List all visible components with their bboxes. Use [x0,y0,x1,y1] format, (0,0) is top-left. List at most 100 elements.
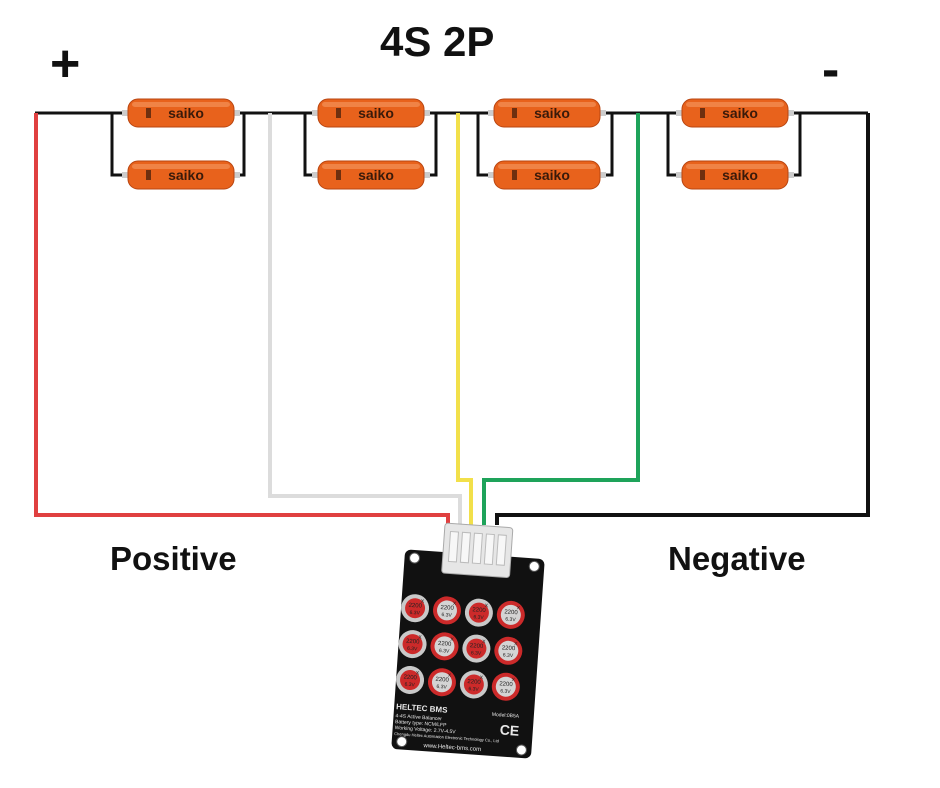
capacitor-mark: X [450,637,454,643]
capacitor-voltage: 6.3V [473,614,484,621]
battery-cell: saiko [312,160,430,190]
capacitor-value: 2200 [406,639,420,646]
capacitor-value: 2200 [499,681,513,688]
connector-pin [495,534,507,566]
capacitor-top [400,670,421,691]
cell-brand: saiko [534,105,570,121]
capacitor-mark: X [418,635,422,641]
cell-highlight [686,164,784,169]
capacitor-voltage: 6.3V [441,612,452,619]
bus-wire [600,113,614,177]
cell-terminal-right [600,110,606,116]
capacitor-value: 2200 [467,679,481,686]
cell-terminal-right [788,172,794,178]
connector-pin [447,530,460,563]
capacitor-top [498,640,519,661]
board-line3: Working Voltage: 2.7V-4.5V [394,725,456,735]
cell-terminal-right [234,110,240,116]
mounting-hole [409,552,421,564]
diagram-title: 4S 2P [380,18,495,65]
positive-label: Positive [110,540,237,577]
board-url: www.Heltec-bms.com [422,743,481,753]
balance-wire-1 [268,113,462,525]
cell-brand: saiko [168,167,204,183]
cell-polarity-mark [512,170,517,180]
balance-wire-3 [482,113,640,525]
cell-terminal-right [424,172,430,178]
capacitor-value: 2200 [502,645,516,652]
cell-brand: saiko [534,167,570,183]
cell-polarity-mark [700,108,705,118]
negative-label: Negative [668,540,806,577]
cell-polarity-mark [146,108,151,118]
positive-symbol: + [50,35,81,93]
capacitor-mark: X [482,639,486,645]
bus-wire [666,113,682,177]
cell-terminal-left [122,172,128,178]
capacitor-top [495,676,516,697]
battery-cell: saiko [122,98,240,128]
cell-brand: saiko [168,105,204,121]
cell-terminal-right [600,172,606,178]
capacitor-voltage: 6.3V [436,684,447,691]
capacitor-mark: X [421,599,425,605]
capacitor-top [468,602,489,623]
capacitor-voltage: 6.3V [407,646,418,653]
capacitor-voltage: 6.3V [404,682,415,689]
positive-wire [34,113,450,525]
bus-wire [788,113,802,177]
connector-pin [459,531,471,564]
connector-pin [471,532,483,565]
cell-polarity-mark [512,108,517,118]
board-line1: 4-4S Active Balancer [395,713,442,722]
cell-highlight [498,164,596,169]
cell-terminal-left [312,110,318,116]
cell-terminal-left [676,172,682,178]
cell-brand: saiko [722,167,758,183]
cell-terminal-right [788,110,794,116]
capacitor-value: 2200 [435,677,449,684]
capacitor-mark: X [479,675,483,681]
capacitor-voltage: 6.3V [439,648,450,655]
cell-highlight [132,102,230,107]
battery-cell: saiko [488,160,606,190]
cell-brand: saiko [722,105,758,121]
ce-mark: CE [499,721,520,738]
capacitor-value: 2200 [408,603,422,610]
cell-terminal-left [122,110,128,116]
capacitor-value: 2200 [440,605,454,612]
capacitor-top [431,672,452,693]
capacitor-value: 2200 [504,609,518,616]
capacitor-top [436,600,457,621]
capacitor-top [434,636,455,657]
capacitor-voltage: 6.3V [503,652,514,659]
capacitor-mark: X [448,673,452,679]
battery-cell: saiko [676,98,794,128]
cell-terminal-left [488,172,494,178]
balance-wire-2 [456,113,473,525]
cell-polarity-mark [336,170,341,180]
capacitor-voltage: 6.3V [505,617,516,624]
mounting-hole [528,560,540,572]
cell-highlight [498,102,596,107]
capacitor-top [402,634,423,655]
cell-highlight [322,164,420,169]
capacitor-top [500,604,521,625]
battery-cell: saiko [676,160,794,190]
connector-pin [483,533,495,566]
capacitor-mark: X [514,641,518,647]
capacitor-value: 2200 [470,643,484,650]
